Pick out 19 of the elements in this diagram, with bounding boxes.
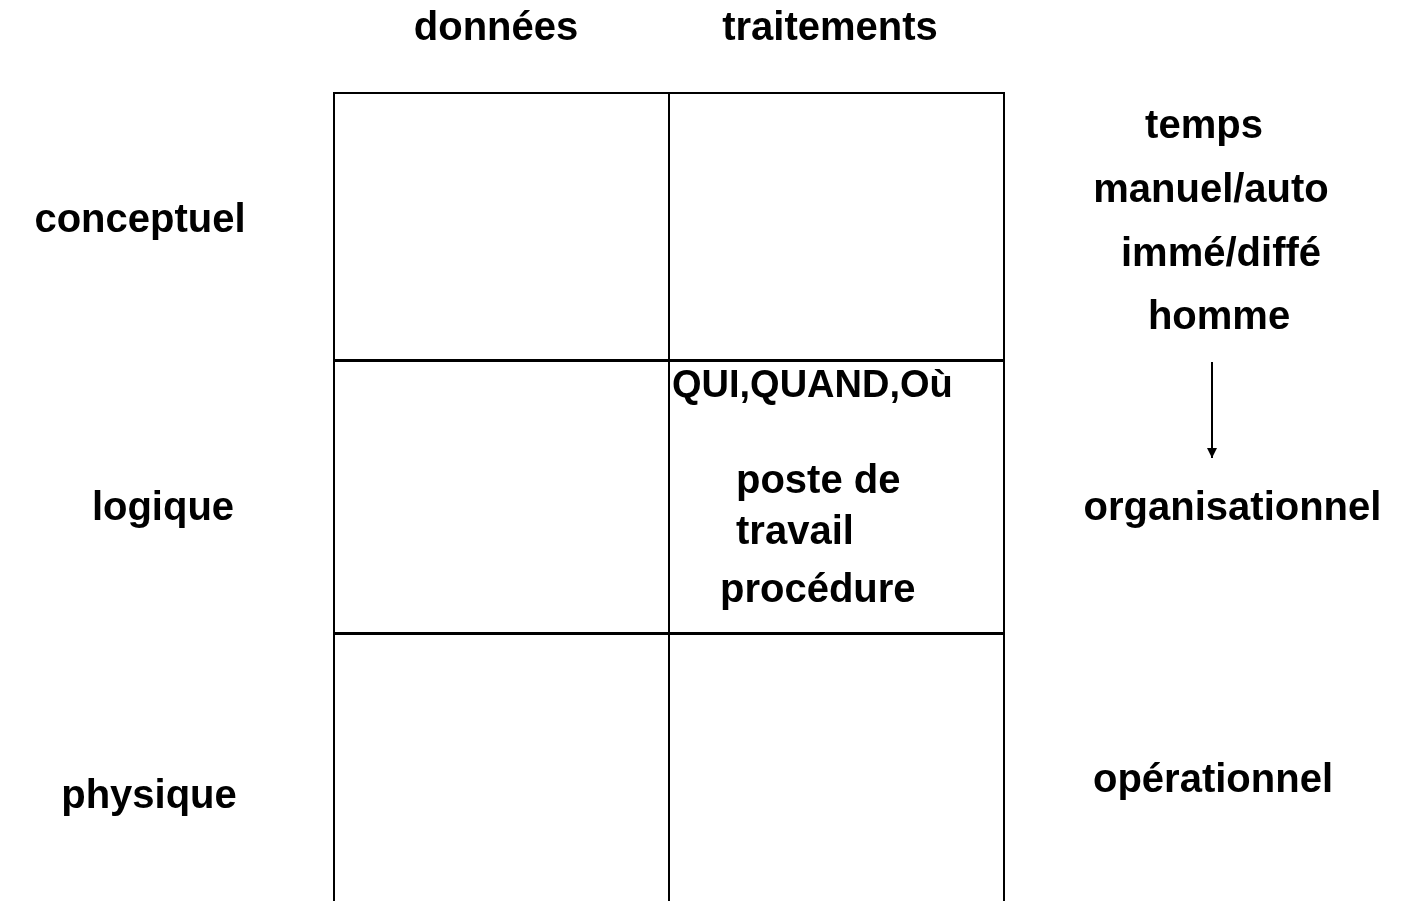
table-cell — [668, 92, 1005, 362]
criterion-text: immé/diffé — [1121, 230, 1321, 274]
level-label: opérationnel — [1093, 756, 1333, 800]
row-header: logique — [91, 484, 235, 528]
table-cell — [333, 92, 668, 362]
row-header: conceptuel — [34, 196, 246, 240]
criterion-text: homme — [1147, 293, 1291, 337]
row-header: physique — [61, 772, 237, 816]
cell-text: procédure — [720, 566, 916, 610]
table-cell — [333, 360, 668, 635]
column-header: traitements — [722, 4, 938, 48]
criterion-text: manuel/auto — [1093, 166, 1329, 210]
arrow — [1207, 361, 1217, 459]
table-cell — [668, 633, 1005, 901]
cell-text: QUI,QUAND,Où — [672, 364, 953, 406]
criterion-text: temps — [1145, 102, 1263, 146]
column-header: données — [413, 4, 579, 48]
level-label: organisationnel — [1083, 484, 1382, 528]
table-cell — [668, 360, 1005, 635]
